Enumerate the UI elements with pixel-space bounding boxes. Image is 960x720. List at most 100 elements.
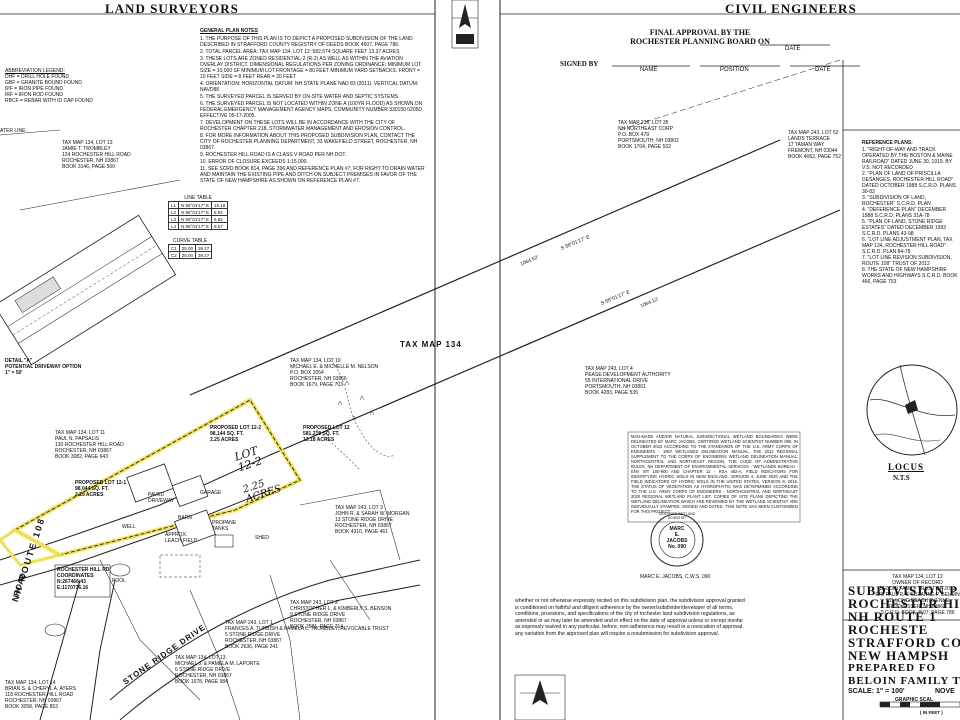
rail-line: [619, 59, 841, 131]
locus-nts: N.T.S: [893, 474, 910, 482]
abbrev-item: IPF = IRON PIPE FOUND: [5, 86, 63, 92]
reference-plan-item: 2. "PLAN OF LAND OF PRISCILLA DESANGES, …: [862, 171, 957, 195]
lot-12-label: PROPOSED LOT 12 581,219 SQ. FT. 13.18 AC…: [303, 425, 350, 443]
wetland-scientist-seal: MARC E. JACOBS No. 090: [651, 516, 703, 564]
wetland-line: [329, 359, 396, 457]
general-note-item: 9. ROCHESTER HILL ROAD IS A CLASS V ROAD…: [200, 152, 347, 158]
abbrev-item: IRF = IRON ROD FOUND: [5, 92, 63, 98]
seal-number: No. 090: [668, 544, 686, 550]
abutter-map238-lot35: TAX MAP 238, LOT 35 NH NORTHEAST CORP P.…: [618, 120, 679, 150]
abutter-map243-lot3: TAX MAP 243, LOT 3 JOHN R. & SARAH W. MO…: [335, 505, 410, 535]
curve-table-row-cell: 39.27: [195, 251, 213, 259]
lot-line-a: [99, 559, 201, 701]
house-building: [126, 463, 174, 503]
line-table-row-cell: L3: [167, 215, 180, 223]
seal-ring-text: CERTIFIED WETLAND SCIENTIST: [658, 512, 696, 520]
wetland-note: MAN-MADE AND/OR NATURAL JURISDICTIONAL W…: [631, 434, 798, 514]
marsh-1: [344, 380, 350, 386]
detail-a-centerline: [12, 244, 158, 336]
general-note-item: 7. DEVELOPMENT ON THESE LOTS WILL BE IN …: [200, 120, 406, 132]
line-table-title: LINE TABLE: [184, 195, 213, 201]
title-subdivision: SUBDIVISION P: [848, 584, 959, 598]
locus-title: LOCUS: [888, 462, 925, 472]
general-note-item: 3. THESE LOTS ARE ZONED RESIDENTIAL-2 (R…: [200, 56, 422, 80]
marsh-2: [359, 395, 365, 401]
seal-last-name: JACOBS: [666, 538, 688, 544]
water-line: [19, 179, 181, 211]
scale-seg-1: [880, 702, 890, 707]
abutter-map243-lot52: TAX MAP 243, LOT 52 LANDS TERRACE 17 TAM…: [788, 130, 841, 160]
route-108-edge-north: [0, 454, 271, 561]
well-label: WELL: [122, 524, 136, 530]
civil-engineers-header: CIVIL ENGINEERS: [725, 1, 857, 16]
abbrev-item: DHF = DRILL HOLE FOUND: [5, 74, 70, 80]
reference-plan-item: 3. "SUBDIVISION OF LAND, ROCHESTER" S.C.…: [862, 195, 931, 207]
reference-plans: REFERENCE PLANS: 1. "RIGHT-OF-WAY AND TR…: [862, 140, 958, 285]
abutter-map134-lot14: TAX MAP 134, LOT 14 BRIAN S. & CHERYL A.…: [5, 680, 77, 710]
road-edge-east: [89, 579, 116, 720]
lot-12-2-frontage-highlight: [0, 528, 65, 567]
scale-seg-2: [900, 702, 910, 707]
curve-table-row-cell: 25.00: [178, 251, 197, 259]
north-arrow-head: [459, 4, 471, 28]
curve-table-row-cell: C1: [168, 244, 180, 252]
owner-of-record: TAX MAP 134, LOT 12 OWNER OF RECORD BELO…: [875, 574, 960, 616]
abutter-map243-lot1: TAX MAP 243, LOT 1 FRANCES A. TURBISH & …: [225, 620, 389, 650]
wetland-symbols: [337, 380, 375, 421]
lot-line-c: [269, 574, 301, 720]
coord-box-frame: [54, 564, 111, 598]
reference-plan-item: 4. "DEFERENCE PLAN" DECEMBER 1988 S.C.R.…: [862, 207, 947, 219]
general-notes: GENERAL PLAN NOTES 1. THE PURPOSE OF THI…: [200, 28, 425, 185]
title-city: ROCHESTE: [848, 622, 929, 637]
propane-label: PROPANE TANKS: [212, 520, 237, 532]
approval-conditions-note: whether or not otherwise expressly recit…: [515, 598, 745, 637]
lot-12-2-label: PROPOSED LOT 12-2 98,144 SQ. FT. 2.25 AC…: [210, 425, 262, 443]
line-table-row-cell: N 58°01'17" E: [178, 215, 213, 223]
scale-units: ( IN FEET ): [920, 710, 943, 715]
marsh-4: [369, 410, 375, 416]
curve-table-title: CURVE TABLE: [173, 238, 208, 244]
lot-12-1-label: PROPOSED LOT 12-1 98,044 SQ. FT. 2.25 AC…: [75, 480, 127, 498]
title-road: ROCHESTER HILL: [848, 596, 960, 611]
line-table-row-cell: L4: [167, 222, 180, 230]
propane-tanks: [214, 534, 234, 548]
general-note-item: 4. ORIENTATION: HORIZONTAL DATUM: NH STA…: [200, 81, 419, 93]
general-note-item: 6. THE SURVEYED PARCEL IS NOT LOCATED WI…: [200, 101, 423, 119]
signed-by-label: SIGNED BY: [560, 60, 599, 68]
seal-first-name: MARC: [669, 526, 685, 532]
general-note-item: 1. THE PURPOSE OF THIS PLAN IS TO DEPICT…: [200, 36, 413, 48]
detail-a-line1: [7, 236, 152, 327]
lot-line-b: [189, 589, 241, 720]
pool-shape-2: [44, 623, 66, 637]
graphic-scale-bar: [879, 701, 960, 708]
stone-ridge-north: [109, 559, 421, 701]
curve-table-row-cell: C2: [168, 251, 180, 259]
road-edge-west: [39, 579, 81, 720]
curve-table-row-cell: 25.00: [178, 244, 197, 252]
abbreviation-legend: ABBREVIATION LEGEND: DHF = DRILL HOLE FO…: [5, 68, 95, 104]
seal-inner-ring: [658, 521, 696, 559]
graphic-scale-label: GRAPHIC SCAL: [895, 697, 934, 703]
general-note-item: 2. TOTAL PARCEL AREA: TAX MAP 134, LOT 1…: [200, 49, 400, 55]
title-route: NH ROUTE 1: [848, 609, 937, 624]
north-arrow-top: [451, 0, 479, 49]
reference-plan-item: 5. "PLAN OF LAND, STONE RIDGE ESTATES" D…: [862, 219, 947, 237]
pool-label: POOL: [112, 578, 126, 584]
abbrev-item: RBCF = REBAR WITH ID CAP FOUND: [5, 98, 93, 104]
locus-road-3: [874, 433, 941, 442]
paved-driveway-label: PAVED DRIVEWAY: [148, 492, 175, 504]
line-table-row-cell: 9.57: [211, 222, 229, 230]
abbrev-title: ABBREVIATION LEGEND:: [5, 68, 65, 74]
abutter-map134-lot13b: TAX MAP 134, LOT 13 MICHAEL J. & PAMELA …: [175, 655, 260, 685]
garage-label: GARAGE: [200, 490, 222, 496]
approval-date-label: DATE: [785, 46, 801, 52]
water-line-label-leader: [0, 129, 61, 136]
garage-building: [171, 475, 209, 507]
